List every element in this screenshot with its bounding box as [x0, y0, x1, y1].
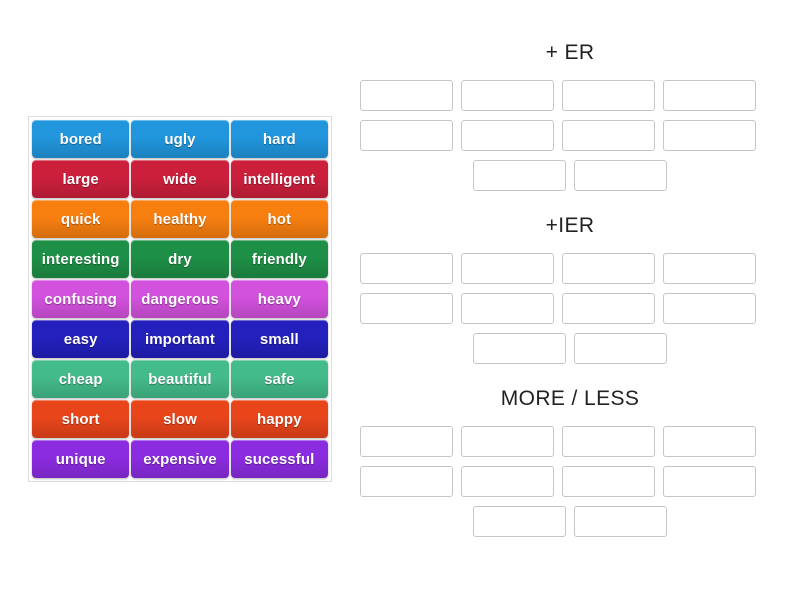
group-column: +IER [360, 213, 780, 364]
drop-slot-row [360, 293, 780, 324]
word-tile[interactable]: cheap [32, 360, 130, 398]
word-tile[interactable]: important [131, 320, 229, 358]
drop-slot-row [360, 506, 780, 537]
word-tile[interactable]: happy [230, 400, 328, 438]
drop-slot[interactable] [360, 293, 453, 324]
drop-slot[interactable] [562, 80, 655, 111]
drop-slot[interactable] [461, 466, 554, 497]
word-tile[interactable]: friendly [230, 240, 328, 278]
group-column: + ER [360, 40, 780, 191]
word-tile[interactable]: beautiful [131, 360, 229, 398]
drop-slot-row [360, 80, 780, 111]
drop-slot[interactable] [461, 120, 554, 151]
drop-slot[interactable] [574, 160, 667, 191]
drop-slot[interactable] [473, 333, 566, 364]
drop-slot[interactable] [461, 80, 554, 111]
word-tile[interactable]: small [230, 320, 328, 358]
drop-slot[interactable] [473, 506, 566, 537]
word-tile[interactable]: dry [131, 240, 229, 278]
word-tile[interactable]: hard [230, 120, 328, 158]
word-tile[interactable]: healthy [131, 200, 229, 238]
word-tile[interactable]: interesting [32, 240, 130, 278]
drop-slot[interactable] [461, 426, 554, 457]
word-tile[interactable]: ugly [131, 120, 229, 158]
group-column: MORE / LESS [360, 386, 780, 537]
word-tile[interactable]: dangerous [131, 280, 229, 318]
drop-slot-row [360, 160, 780, 191]
drop-slot[interactable] [574, 333, 667, 364]
drop-slot[interactable] [360, 426, 453, 457]
word-tile[interactable]: wide [131, 160, 229, 198]
word-tile[interactable]: hot [230, 200, 328, 238]
drop-slot[interactable] [562, 253, 655, 284]
drop-slot[interactable] [663, 80, 756, 111]
drop-slot-row [360, 120, 780, 151]
word-tile[interactable]: bored [32, 120, 130, 158]
drop-slot[interactable] [663, 120, 756, 151]
drop-slot[interactable] [562, 466, 655, 497]
drop-slot-row [360, 333, 780, 364]
drop-slot[interactable] [473, 160, 566, 191]
word-tile[interactable]: sucessful [230, 440, 328, 478]
drop-slot[interactable] [461, 253, 554, 284]
word-tile[interactable]: safe [230, 360, 328, 398]
word-tile[interactable]: quick [32, 200, 130, 238]
drop-slot[interactable] [574, 506, 667, 537]
word-tile[interactable]: confusing [32, 280, 130, 318]
word-tile[interactable]: easy [32, 320, 130, 358]
word-tile[interactable]: expensive [131, 440, 229, 478]
word-tile[interactable]: short [32, 400, 130, 438]
drop-slot[interactable] [360, 466, 453, 497]
word-tile[interactable]: heavy [230, 280, 328, 318]
drop-slot[interactable] [562, 293, 655, 324]
drop-slot[interactable] [360, 80, 453, 111]
word-tile[interactable]: unique [32, 440, 130, 478]
drop-slot[interactable] [663, 293, 756, 324]
word-tile[interactable]: intelligent [230, 160, 328, 198]
drop-slot-row [360, 426, 780, 457]
drop-slot[interactable] [663, 253, 756, 284]
group-sort-columns: + ER +IER MORE / LESS [360, 40, 780, 546]
drop-slot-row [360, 466, 780, 497]
drop-slot[interactable] [562, 426, 655, 457]
group-title: + ER [545, 41, 595, 64]
drop-slot-row [360, 253, 780, 284]
drop-slot[interactable] [663, 426, 756, 457]
drop-slot[interactable] [663, 466, 756, 497]
word-tile[interactable]: large [32, 160, 130, 198]
drop-slot[interactable] [461, 293, 554, 324]
word-tile[interactable]: slow [131, 400, 229, 438]
group-title: MORE / LESS [500, 387, 640, 410]
group-title: +IER [545, 214, 595, 237]
drop-slot[interactable] [360, 253, 453, 284]
drop-slot[interactable] [360, 120, 453, 151]
drop-slot[interactable] [562, 120, 655, 151]
